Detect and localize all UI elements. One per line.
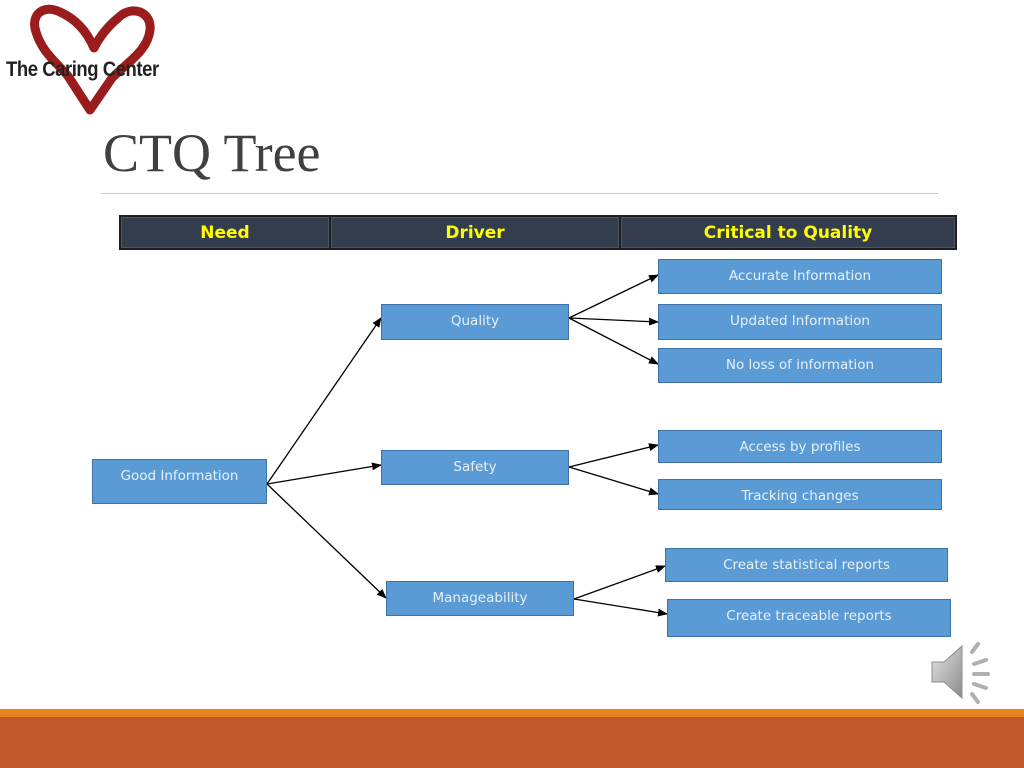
heart-logo-icon	[30, 4, 155, 115]
logo-text: The Caring Center	[6, 58, 159, 81]
header-ctq: Critical to Quality	[621, 217, 955, 248]
need-node: Good Information	[92, 459, 267, 504]
footer-accent-stripe	[0, 709, 1024, 717]
footer-bar	[0, 717, 1024, 768]
header-need: Need	[121, 217, 329, 248]
header-driver: Driver	[331, 217, 619, 248]
arrow-safety-tracking	[568, 466, 659, 496]
driver-node-quality: Quality	[381, 304, 569, 340]
arrow-need-safety	[266, 462, 382, 485]
page-title: CTQ Tree	[103, 123, 321, 183]
arrow-manageability-statistical	[573, 565, 666, 600]
arrow-quality-accurate	[568, 274, 659, 319]
logo: The Caring Center	[0, 0, 200, 120]
arrow-need-manageability	[266, 483, 387, 599]
column-header-bar: Need Driver Critical to Quality	[119, 215, 957, 250]
title-divider	[101, 193, 938, 194]
ctq-node-create-traceable-reports: Create traceable reports	[667, 599, 951, 637]
driver-node-safety: Safety	[381, 450, 569, 485]
arrow-manageability-traceable	[573, 598, 668, 617]
ctq-node-updated-information: Updated Information	[658, 304, 942, 340]
ctq-node-no-loss-of-information: No loss of information	[658, 348, 942, 383]
speaker-icon[interactable]	[928, 640, 998, 706]
driver-node-manageability: Manageability	[386, 581, 574, 616]
ctq-node-create-statistical-reports: Create statistical reports	[665, 548, 948, 582]
arrow-quality-updated	[568, 317, 659, 326]
arrow-quality-noloss	[568, 317, 659, 365]
arrow-safety-access	[568, 443, 659, 468]
ctq-node-access-by-profiles: Access by profiles	[658, 430, 942, 463]
arrow-need-quality	[266, 317, 382, 485]
ctq-node-tracking-changes: Tracking changes	[658, 479, 942, 510]
ctq-node-accurate-information: Accurate Information	[658, 259, 942, 294]
